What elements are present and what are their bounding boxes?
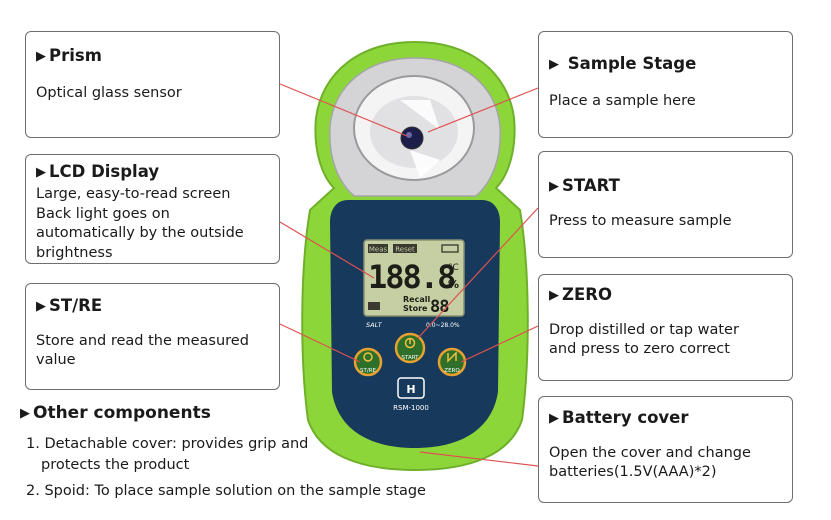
zero-button[interactable]: ZERO	[437, 347, 467, 377]
lcd-store: Store	[403, 304, 428, 313]
triangle-bullet-icon: ▶	[20, 406, 30, 421]
callout-lcd-display: ▶LCD Display Large, easy-to-read screen …	[25, 154, 280, 264]
callout-battery-cover: ▶Battery cover Open the cover and change…	[538, 396, 793, 503]
battery-title: Battery cover	[562, 408, 689, 427]
zero-title: ZERO	[562, 285, 612, 304]
st-re-title: ST/RE	[49, 296, 103, 315]
st-re-button-label: ST/RE	[360, 368, 377, 374]
triangle-bullet-icon: ▶	[549, 411, 559, 426]
battery-desc: Open the cover and change batteries(1.5V…	[549, 445, 751, 480]
sample-stage-title: Sample Stage	[567, 54, 697, 73]
lcd-meas-label: Meas	[369, 246, 388, 254]
salt-label: SALT	[366, 321, 383, 329]
other-component-item: 2. Spoid: To place sample solution on th…	[26, 483, 426, 499]
brand-logo-icon: H	[397, 377, 425, 399]
prism-title: Prism	[49, 46, 102, 65]
triangle-bullet-icon: ▶	[549, 288, 559, 303]
sample-stage-desc: Place a sample here	[549, 93, 696, 109]
lcd-celsius: °C	[448, 263, 459, 273]
triangle-bullet-icon: ▶	[549, 179, 559, 194]
start-title: START	[562, 176, 620, 195]
zero-button-label: ZERO	[444, 368, 460, 374]
callout-zero: ▶ZERO Drop distilled or tap water and pr…	[538, 274, 793, 381]
lcd-percent: %	[448, 278, 459, 291]
range-label: 0.0~28.0%	[426, 322, 460, 329]
lcd-reading: 188.8	[368, 258, 455, 296]
lcd-memory-digits: 88	[430, 297, 449, 317]
triangle-bullet-icon: ▶	[549, 57, 559, 72]
callout-start: ▶START Press to measure sample	[538, 151, 793, 258]
lcd-reset-label: Reset	[395, 246, 415, 254]
other-components-title: ▶Other components	[20, 403, 211, 423]
prism-lens	[400, 126, 424, 150]
triangle-bullet-icon: ▶	[36, 49, 46, 64]
prism-desc: Optical glass sensor	[36, 85, 182, 101]
model-label: RSM-1000	[393, 404, 429, 412]
callout-prism: ▶Prism Optical glass sensor	[25, 31, 280, 138]
other-component-item: 1. Detachable cover: provides grip and p…	[26, 436, 309, 473]
triangle-bullet-icon: ▶	[36, 165, 46, 180]
triangle-bullet-icon: ▶	[36, 299, 46, 314]
svg-text:H: H	[406, 383, 415, 396]
lcd-desc: Large, easy-to-read screen Back light go…	[36, 186, 244, 261]
callout-sample-stage: ▶ Sample Stage Place a sample here	[538, 31, 793, 138]
lcd-recall: Recall	[403, 295, 430, 304]
start-button[interactable]: START	[394, 332, 426, 364]
start-desc: Press to measure sample	[549, 213, 732, 229]
st-re-desc: Store and read the measured value	[36, 333, 249, 368]
callout-st-re: ▶ST/RE Store and read the measured value	[25, 283, 280, 390]
start-button-label: START	[402, 355, 420, 361]
st-re-button[interactable]: ST/RE	[353, 347, 383, 377]
lcd-title: LCD Display	[49, 162, 160, 181]
zero-desc: Drop distilled or tap water and press to…	[549, 322, 739, 357]
